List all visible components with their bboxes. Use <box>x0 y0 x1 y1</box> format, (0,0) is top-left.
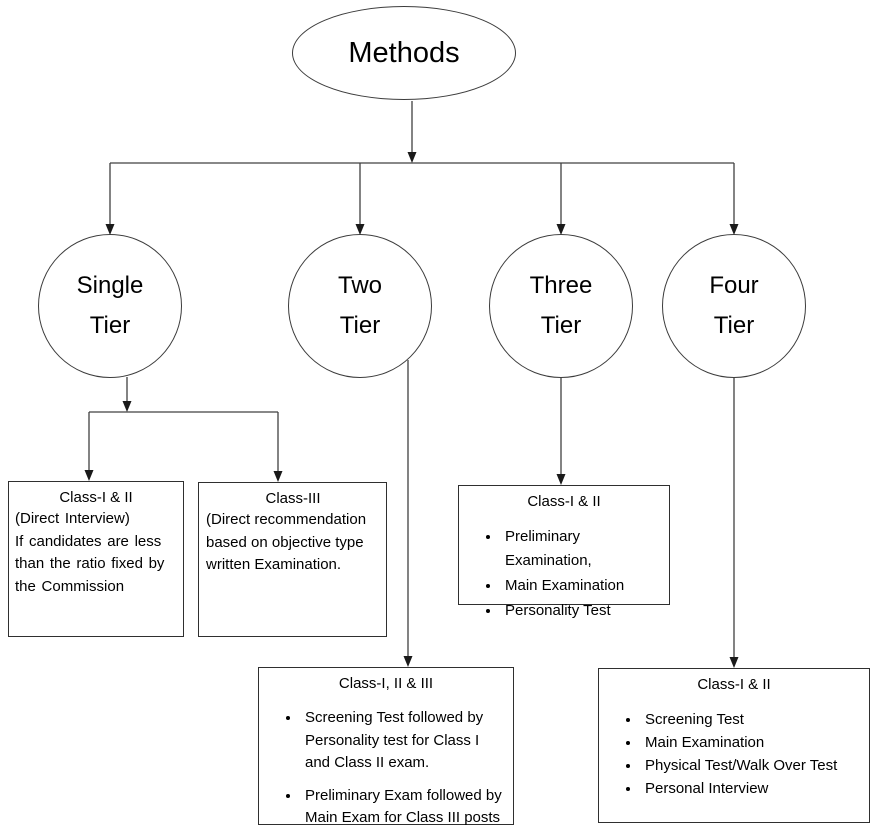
bullet-item: Screening Test followed by Personality t… <box>301 707 507 775</box>
arrowhead-four-box <box>729 657 739 668</box>
bullet-item: Main Examination <box>501 574 663 598</box>
arrowhead-single-right <box>273 471 283 482</box>
bullet-item: Personal Interview <box>641 777 863 800</box>
box-two-tier-details: Class-I, II & III Screening Test followe… <box>258 667 514 826</box>
node-four-tier: Four Tier <box>662 234 806 378</box>
box-body-text: (Direct recommendation based on objectiv… <box>206 511 367 573</box>
box-title: Class-I & II <box>697 676 771 693</box>
bullet-list: Preliminary Examination, Main Examinatio… <box>465 525 663 623</box>
bullet-list: Screening Test followed by Personality t… <box>265 707 507 830</box>
bullet-item: Main Examination <box>641 731 863 754</box>
node-two-tier-label: Two Tier <box>337 272 382 339</box>
node-single-tier: Single Tier <box>38 234 182 378</box>
node-four-tier-label: Four Tier <box>709 272 759 339</box>
node-single-tier-label: Single Tier <box>76 272 144 339</box>
box-title: Class-I & II <box>527 493 601 510</box>
bullet-item: Preliminary Exam followed by Main Exam f… <box>301 785 507 830</box>
node-three-tier-label: Three Tier <box>529 272 593 339</box>
bullet-list: Screening Test Main Examination Physical… <box>605 708 863 800</box>
node-two-tier: Two Tier <box>288 234 432 378</box>
arrowhead-single-stem <box>122 401 132 412</box>
box-title: Class-I, II & III <box>338 675 434 692</box>
arrowhead-single-left <box>84 470 94 481</box>
box-title: Class-III <box>265 490 321 507</box>
bullet-item: Physical Test/Walk Over Test <box>641 754 863 777</box>
box-three-tier-details: Class-I & II Preliminary Examination, Ma… <box>458 485 670 619</box>
arrowhead-two-box <box>403 656 413 667</box>
arrowhead-three-box <box>556 474 566 485</box>
arrowhead-root <box>407 152 417 163</box>
bullet-item: Personality Test <box>501 599 663 623</box>
bullet-item: Screening Test <box>641 708 863 731</box>
root-node-label: Methods <box>348 36 460 69</box>
box-body-text: (Direct Interview) If candidates are les… <box>15 510 165 595</box>
bullet-item: Preliminary Examination, <box>501 525 663 573</box>
root-node-methods: Methods <box>292 6 516 100</box>
box-single-tier-class-3: Class-III (Direct recommendation based o… <box>198 482 387 637</box>
box-four-tier-details: Class-I & II Screening Test Main Examina… <box>598 668 870 823</box>
box-title: Class-I & II <box>59 489 133 506</box>
node-three-tier: Three Tier <box>489 234 633 378</box>
box-single-tier-class-1-2: Class-I & II (Direct Interview) If candi… <box>8 481 184 637</box>
